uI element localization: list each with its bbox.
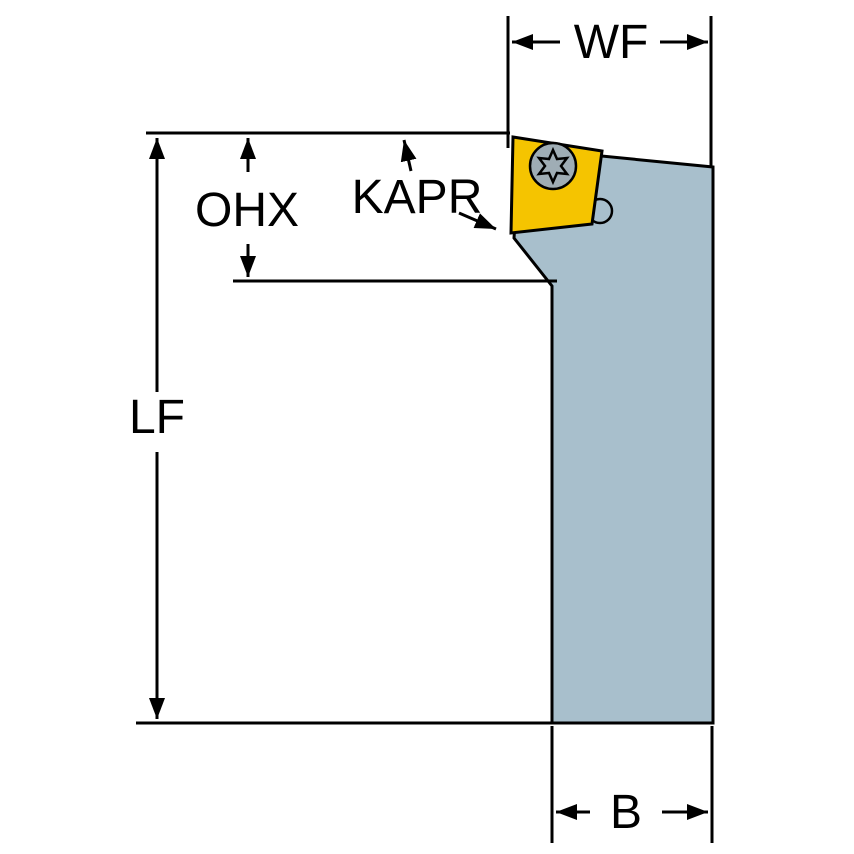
- kapr-arrow-up: [400, 139, 417, 172]
- lf-label: LF: [129, 391, 185, 444]
- torx-star-icon: [536, 146, 570, 186]
- kapr-arrow-to-tip: [458, 211, 497, 231]
- dimension-b: B: [550, 726, 714, 843]
- dimension-kapr: KAPR: [352, 139, 497, 231]
- dimension-ohx: OHX: [195, 138, 557, 283]
- ohx-label: OHX: [195, 184, 299, 237]
- dimension-wf: WF: [506, 16, 713, 166]
- wf-label: WF: [574, 16, 649, 69]
- b-label: B: [610, 786, 642, 839]
- dimension-lf: LF: [129, 138, 553, 725]
- tool-body: [512, 146, 715, 725]
- tool-holder: [509, 135, 715, 725]
